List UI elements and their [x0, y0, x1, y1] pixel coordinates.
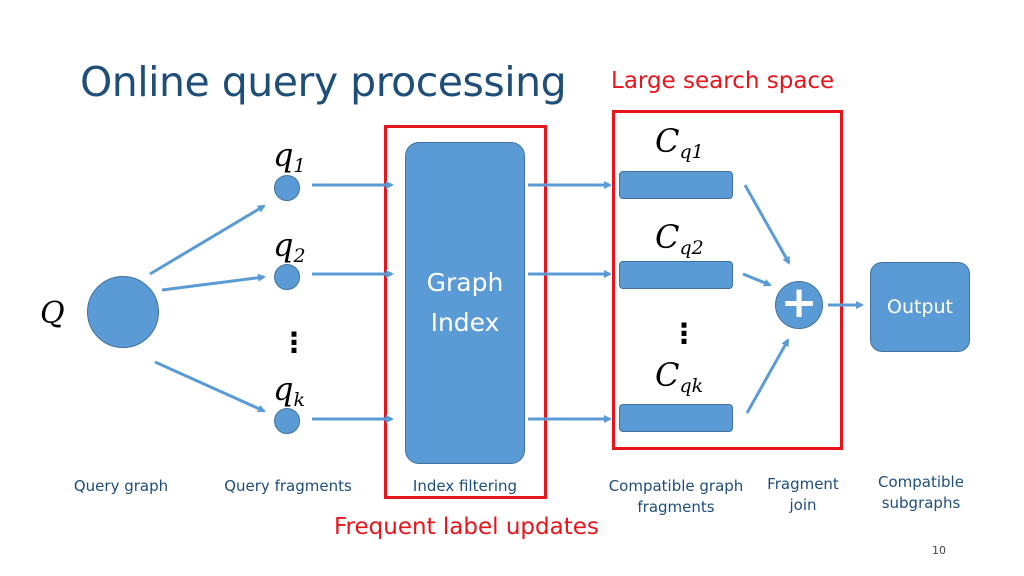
stage-label-compatible-fragments: Compatible graph fragments	[608, 477, 744, 516]
candidate-ellipsis: ⋮	[670, 317, 698, 350]
fragment-node-q1	[274, 175, 300, 201]
join-plus-icon: +	[775, 281, 823, 329]
arrow-cq1-to-join	[743, 184, 791, 265]
fragment-node-qk	[274, 408, 300, 434]
arrow-cq2-to-join	[742, 272, 772, 287]
graph-index-label: Graph Index	[426, 268, 504, 337]
graph-index-box: Graph Index	[405, 142, 525, 464]
query-symbol: Q	[40, 296, 65, 331]
stage-label-fragment-join: Fragment join	[767, 475, 839, 514]
fragment-label-q2: q2	[273, 226, 306, 267]
label-updates-callout: Frequent label updates	[334, 514, 599, 540]
candidate-label-cq1: Cq1	[655, 122, 704, 163]
fragment-label-qk: qk	[273, 370, 305, 411]
fragment-label-q1: q1	[273, 136, 306, 177]
candidate-bar-cqk	[619, 404, 733, 432]
index-highlight-box	[384, 125, 547, 499]
query-graph-node	[87, 276, 159, 348]
candidate-label-cqk: Cqk	[655, 356, 704, 397]
output-box: Output	[870, 262, 970, 352]
search-space-callout: Large search space	[611, 68, 835, 94]
output-label: Output	[887, 296, 953, 318]
stage-label-compatible-subgraphs: Compatible subgraphs	[878, 473, 964, 512]
page-number: 10	[932, 544, 946, 557]
candidate-bar-cq2	[619, 261, 733, 289]
arrow-q-to-qk	[154, 360, 266, 413]
arrow-q-to-q1	[149, 204, 266, 276]
stage-label-index-filtering: Index filtering	[412, 477, 518, 495]
candidate-bar-cq1	[619, 171, 733, 199]
stage-label-query-graph: Query graph	[73, 477, 169, 495]
arrow-q-to-q2	[161, 273, 266, 292]
arrow-cqk-to-join	[745, 338, 790, 414]
fragment-node-q2	[274, 264, 300, 290]
fragment-ellipsis: ⋮	[280, 326, 308, 359]
stage-label-query-fragments: Query fragments	[224, 477, 352, 495]
slide-title: Online query processing	[80, 58, 567, 106]
candidate-label-cq2: Cq2	[655, 218, 704, 259]
search-space-highlight-box	[612, 110, 843, 450]
